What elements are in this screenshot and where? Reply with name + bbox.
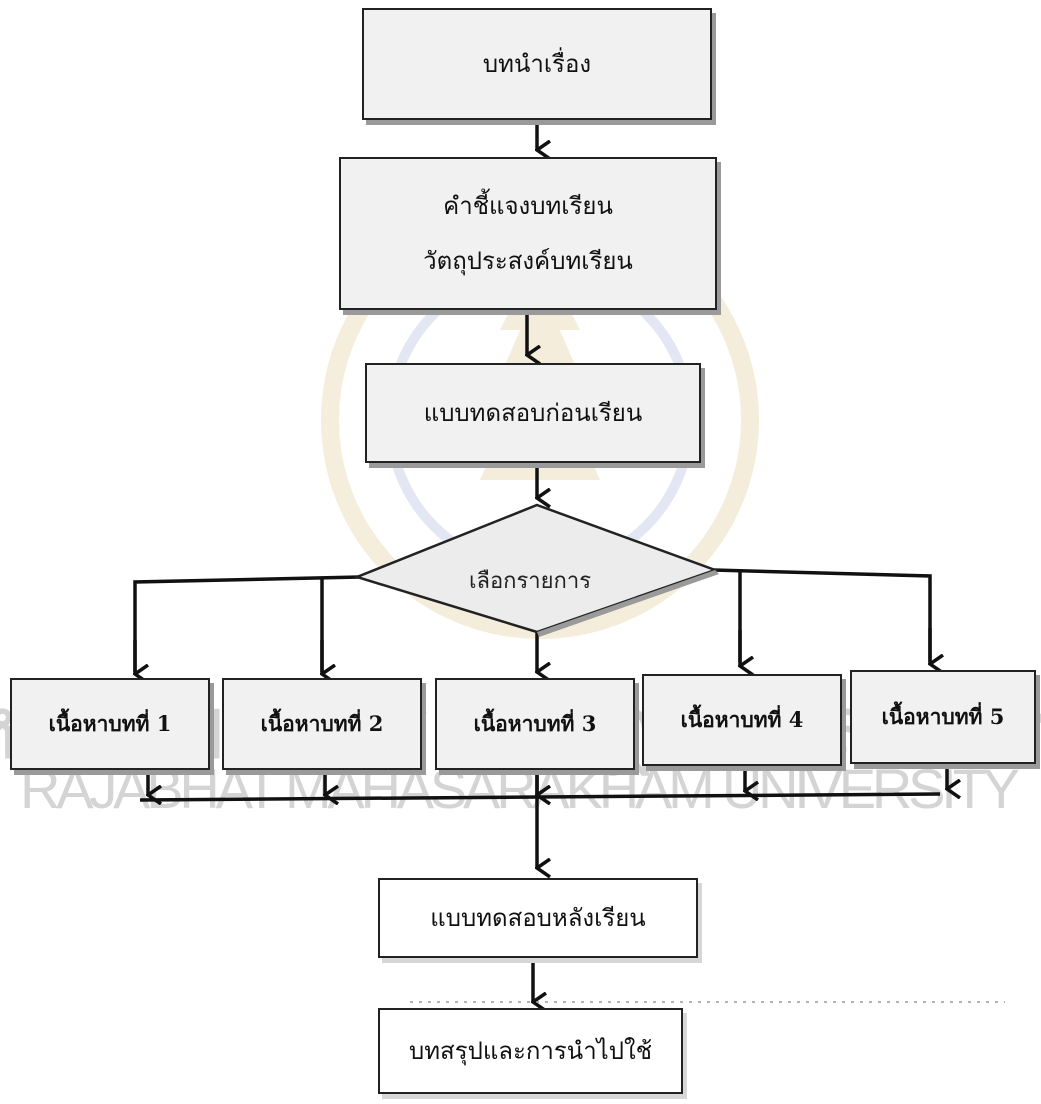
decision-diamond-shadow	[537, 570, 719, 637]
content-2-label: เนื้อหาบทที่ 2	[260, 710, 384, 736]
summary-box: บทสรุปและการนำไปใช้	[378, 1008, 683, 1094]
content-box-2: เนื้อหาบทที่ 2	[222, 678, 422, 770]
content-box-1: เนื้อหาบทที่ 1	[10, 678, 210, 770]
instructions-text: คำชี้แจงบทเรียน วัตถุประสงค์บทเรียน	[423, 190, 633, 277]
pretest-label: แบบทดสอบก่อนเรียน	[423, 398, 643, 427]
branch-line-right	[712, 568, 932, 662]
content-1-label: เนื้อหาบทที่ 1	[48, 710, 172, 736]
intro-box: บทนำเรื่อง	[362, 8, 712, 120]
posttest-label: แบบทดสอบหลังเรียน	[430, 903, 646, 932]
content-box-4: เนื้อหาบทที่ 4	[642, 674, 842, 766]
decision-label: เลือกรายการ	[468, 569, 592, 594]
instructions-line-1: คำชี้แจงบทเรียน	[443, 192, 613, 221]
intro-label: บทนำเรื่อง	[482, 49, 592, 78]
merge-line	[139, 792, 941, 802]
pretest-box: แบบทดสอบก่อนเรียน	[365, 363, 701, 463]
instructions-line-2: วัตถุประสงค์บทเรียน	[423, 246, 633, 275]
content-box-5: เนื้อหาบทที่ 5	[850, 670, 1036, 764]
content-4-label: เนื้อหาบทที่ 4	[680, 706, 804, 732]
summary-label: บทสรุปและการนำไปใช้	[409, 1036, 652, 1065]
content-box-3: เนื้อหาบทที่ 3	[435, 678, 635, 770]
branch-line-left	[133, 575, 361, 672]
content-3-label: เนื้อหาบทที่ 3	[473, 710, 597, 736]
posttest-box: แบบทดสอบหลังเรียน	[378, 878, 698, 958]
content-5-label: เนื้อหาบทที่ 5	[881, 703, 1005, 729]
instructions-box: คำชี้แจงบทเรียน วัตถุประสงค์บทเรียน	[339, 157, 717, 310]
